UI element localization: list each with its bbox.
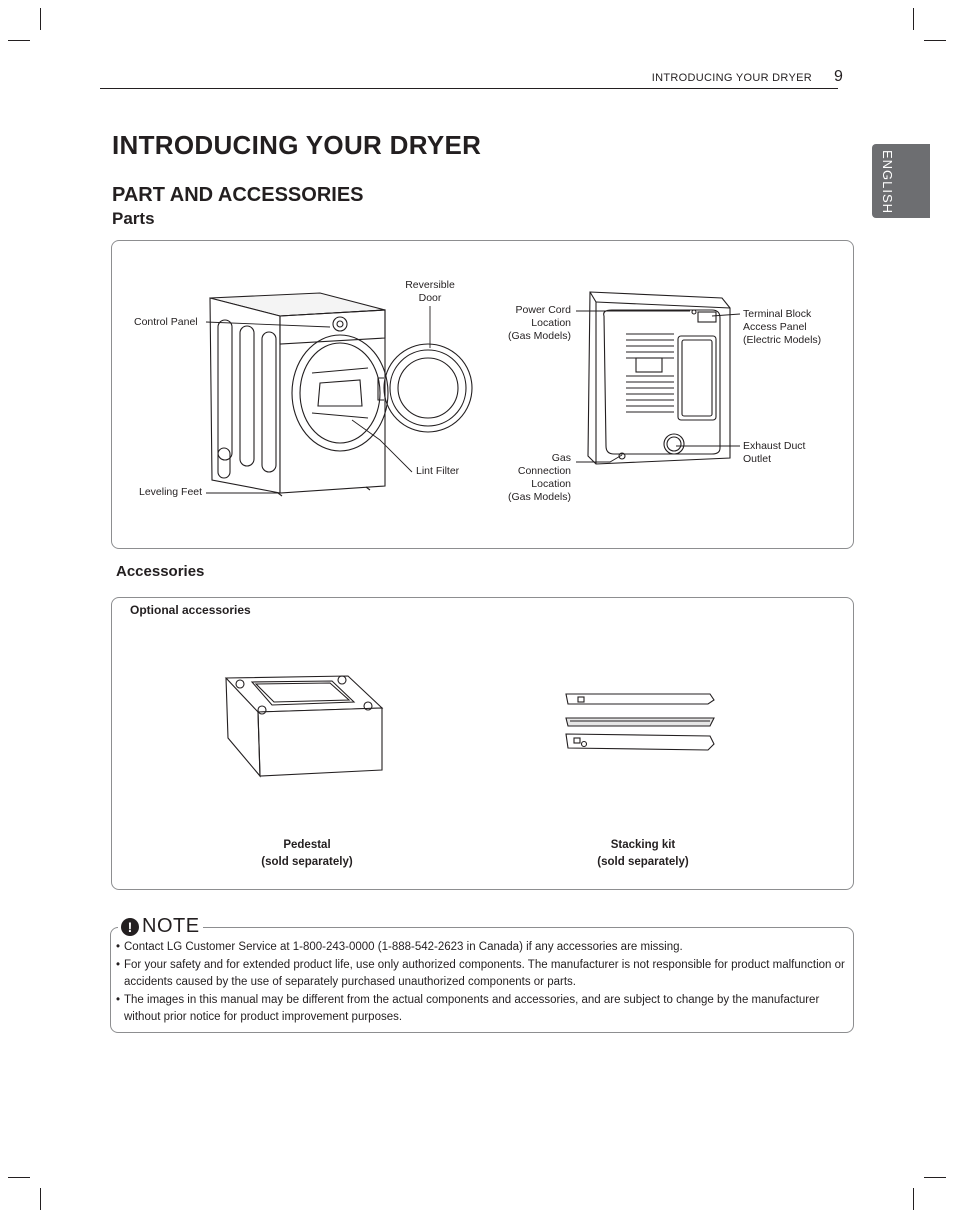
dryer-rear-illustration [587,291,731,465]
crop-mark [40,8,41,30]
language-tab: ENGLISH [872,144,930,218]
header-rule [100,88,838,89]
crop-mark [8,1177,30,1178]
crop-mark [40,1188,41,1210]
stacking-kit-note: (sold separately) [597,856,689,868]
label-control-panel: Control Panel [134,316,198,328]
exclamation-icon: ! [121,917,139,936]
note-header: ! NOTE [118,915,203,938]
pedestal-illustration [224,675,384,778]
pedestal-caption: Pedestal (sold separately) [234,837,380,871]
parts-heading: Parts [112,209,155,228]
running-header: INTRODUCING YOUR DRYER [651,72,812,84]
note-list: Contact LG Customer Service at 1-800-243… [116,939,856,1027]
label-leveling-feet: Leveling Feet [139,486,203,498]
label-reversible-door: Reversible Door [405,279,455,304]
optional-accessories-label: Optional accessories [130,603,251,617]
stacking-kit-name: Stacking kit [610,839,676,851]
crop-mark [8,40,30,41]
accessories-heading: Accessories [116,563,205,580]
stacking-kit-illustration [565,693,715,751]
section-title: PART AND ACCESSORIES [112,184,364,206]
label-power-cord: Power Cord Location (Gas Models) [507,304,571,342]
label-gas-connection: Gas Connection Location (Gas Models) [507,452,571,503]
note-title: NOTE [142,915,200,937]
accessories-panel [111,597,854,890]
note-item: For your safety and for extended product… [116,957,856,992]
dryer-front-illustration [209,292,473,497]
pedestal-name: Pedestal [283,839,331,851]
crop-mark [924,1177,946,1178]
pedestal-note: (sold separately) [261,856,353,868]
crop-mark [913,8,914,30]
language-tab-label: ENGLISH [880,150,895,215]
crop-mark [924,40,946,41]
label-terminal-block: Terminal Block Access Panel (Electric Mo… [743,308,822,346]
note-item: Contact LG Customer Service at 1-800-243… [116,939,856,957]
note-item: The images in this manual may be differe… [116,992,856,1027]
page-number: 9 [834,68,843,85]
label-exhaust-duct: Exhaust Duct Outlet [743,440,806,465]
page-title: INTRODUCING YOUR DRYER [112,130,482,160]
label-lint-filter: Lint Filter [416,465,460,477]
stacking-kit-caption: Stacking kit (sold separately) [570,837,716,871]
parts-leader-lines [205,306,741,494]
crop-mark [913,1188,914,1210]
